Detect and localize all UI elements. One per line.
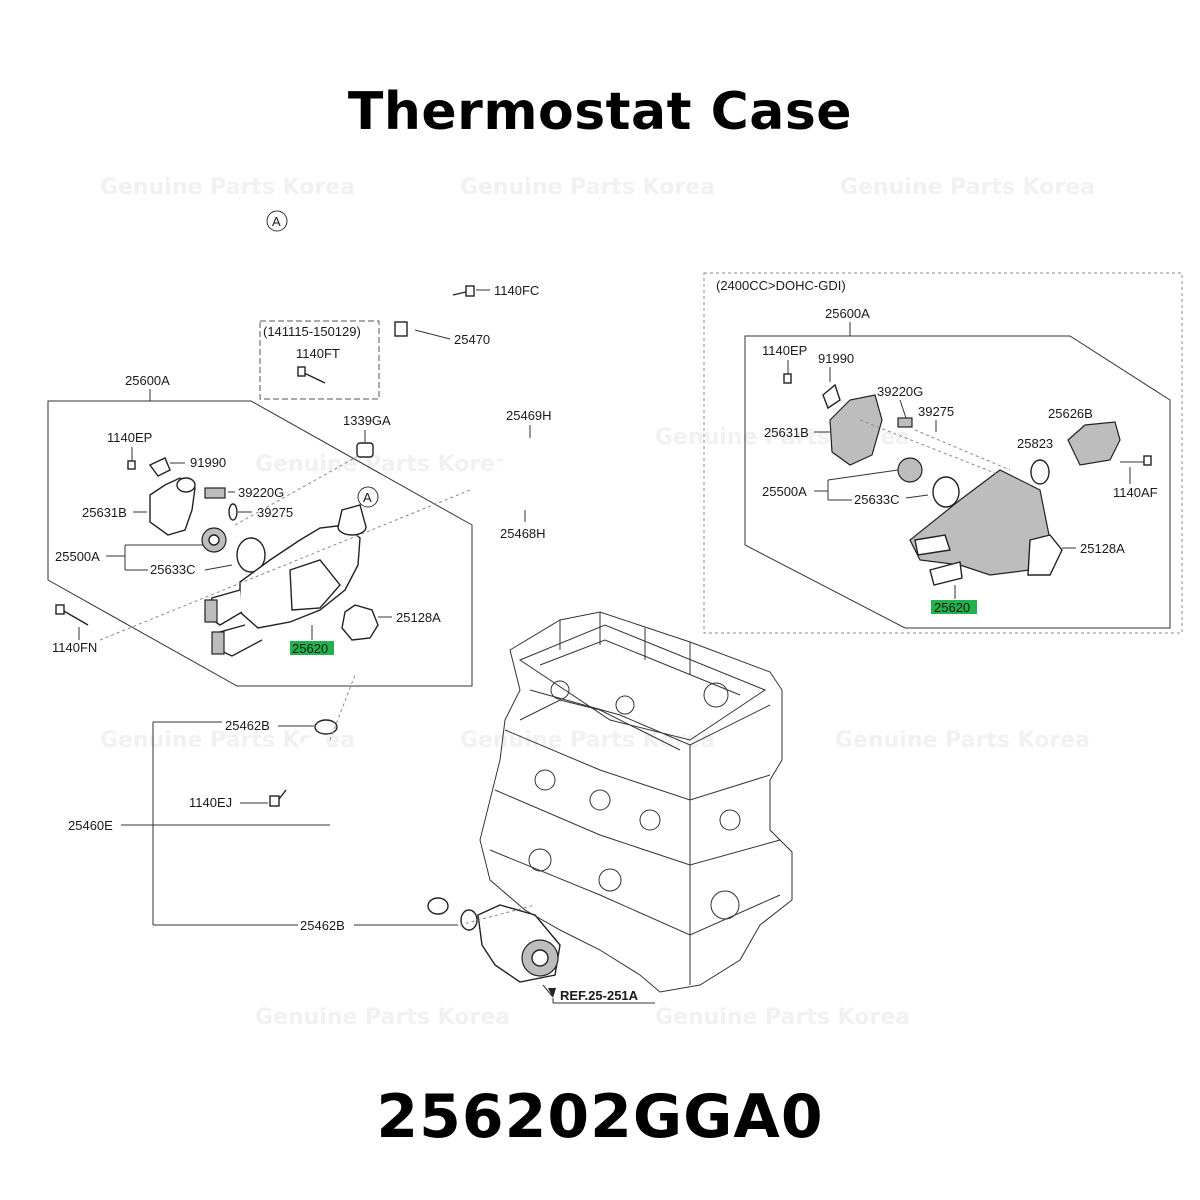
- inset-fitting-25626B: [1067, 421, 1121, 466]
- watermark-text: Genuine Parts Korea: [460, 175, 715, 200]
- watermark-text: Genuine Parts Korea: [460, 728, 715, 753]
- inset-label-25128A: 25128A: [1080, 541, 1125, 556]
- inset-label-39275: 39275: [918, 404, 954, 419]
- inset-thermostat: [897, 457, 923, 483]
- label-39275: 39275: [257, 505, 293, 520]
- label-1140EP: 1140EP: [107, 430, 152, 445]
- inset-label-39220G: 39220G: [877, 384, 923, 399]
- engine-block: [329, 611, 793, 993]
- part-number: 256202GGA0: [376, 1082, 824, 1152]
- inset-label-25600A: 25600A: [825, 306, 870, 321]
- label-25128A: 25128A: [396, 610, 441, 625]
- inset-part-highlight: [931, 600, 977, 614]
- inset-label-25626B: 25626B: [1048, 406, 1093, 421]
- label-25633C: 25633C: [150, 562, 196, 577]
- watermark-text: Genuine Parts Korea: [100, 175, 355, 200]
- gasket-25128A: [341, 604, 379, 641]
- bolt-1140FN: 1140FN: [52, 604, 97, 655]
- label-25631B: 25631B: [82, 505, 127, 520]
- inset-gdi-variant: (2400CC>DOHC-GDI) 25600A 1140EP 91990 39…: [703, 272, 1183, 634]
- label-1140FC: 1140FC: [494, 283, 539, 298]
- label-ref: REF.25-251A: [560, 988, 639, 1003]
- label-25460E: 25460E: [68, 818, 113, 833]
- date-range-label: (141115-150129): [263, 324, 361, 339]
- temp-sensor-39220G: [204, 487, 226, 499]
- inset-label-1140AF: 1140AF: [1113, 485, 1158, 500]
- label-25620: 25620: [292, 641, 328, 656]
- inset-label-91990: 91990: [818, 351, 854, 366]
- part-highlight: [290, 641, 334, 655]
- label-1339GA: 1339GA: [343, 413, 391, 428]
- page-title: Thermostat Case: [347, 82, 853, 142]
- label-25470: 25470: [454, 332, 490, 347]
- label-25600A: 25600A: [125, 373, 170, 388]
- watermark-text: Genuine Parts Korea: [840, 175, 1095, 200]
- label-25462B-top: 25462B: [225, 718, 270, 733]
- label-25462B-bottom: 25462B: [300, 918, 345, 933]
- ref-a-label: A: [272, 214, 281, 229]
- watermark-text: Genuine Parts Korea: [655, 1005, 910, 1030]
- water-pump: REF.25-251A: [477, 904, 655, 1004]
- watermark-text: Genuine Parts Korea: [835, 728, 1090, 753]
- ref-a-circle: [357, 486, 379, 508]
- label-1140EJ: 1140EJ: [189, 795, 232, 810]
- inset-label-1140EP: 1140EP: [762, 343, 807, 358]
- label-1140FN: 1140FN: [52, 640, 97, 655]
- gasket-25633C: [236, 537, 266, 573]
- bracket-91990: [148, 457, 171, 477]
- grommet-1339GA: [356, 442, 374, 458]
- label-91990: 91990: [190, 455, 226, 470]
- label-39220G: 39220G: [238, 485, 284, 500]
- label-25500A: 25500A: [55, 549, 100, 564]
- oring-25462B: [460, 909, 478, 931]
- label-1140FT: 1140FT: [296, 346, 340, 361]
- oring-25462B: [314, 719, 338, 735]
- coolant-hose-25460E: 25462B 1140EJ 25460E 25462B: [68, 718, 478, 933]
- watermark-text: Genuine Parts Korea: [255, 452, 510, 477]
- inset-label-25631B: 25631B: [764, 425, 809, 440]
- date-range-box: (141115-150129) 1140FT: [259, 320, 380, 400]
- inset-label-25500A: 25500A: [762, 484, 807, 499]
- watermark-text: Genuine Parts Korea: [255, 1005, 510, 1030]
- thermostat-case-assembly: 25600A 1339GA 1140EP 91990 25631B 39220G…: [47, 373, 473, 687]
- inset-label-25620: 25620: [934, 600, 970, 615]
- water-pipe-25470: A 25470 1140FC: [266, 210, 539, 408]
- bypass-pipes: 25469H 25468H: [477, 408, 578, 541]
- ref-a-label: A: [363, 490, 372, 505]
- ref-a-circle: [266, 210, 288, 232]
- label-25469H: 25469H: [506, 408, 552, 423]
- inset-title: (2400CC>DOHC-GDI): [716, 278, 846, 293]
- inset-label-25633C: 25633C: [854, 492, 900, 507]
- label-25468H: 25468H: [500, 526, 546, 541]
- inset-label-25823: 25823: [1017, 436, 1053, 451]
